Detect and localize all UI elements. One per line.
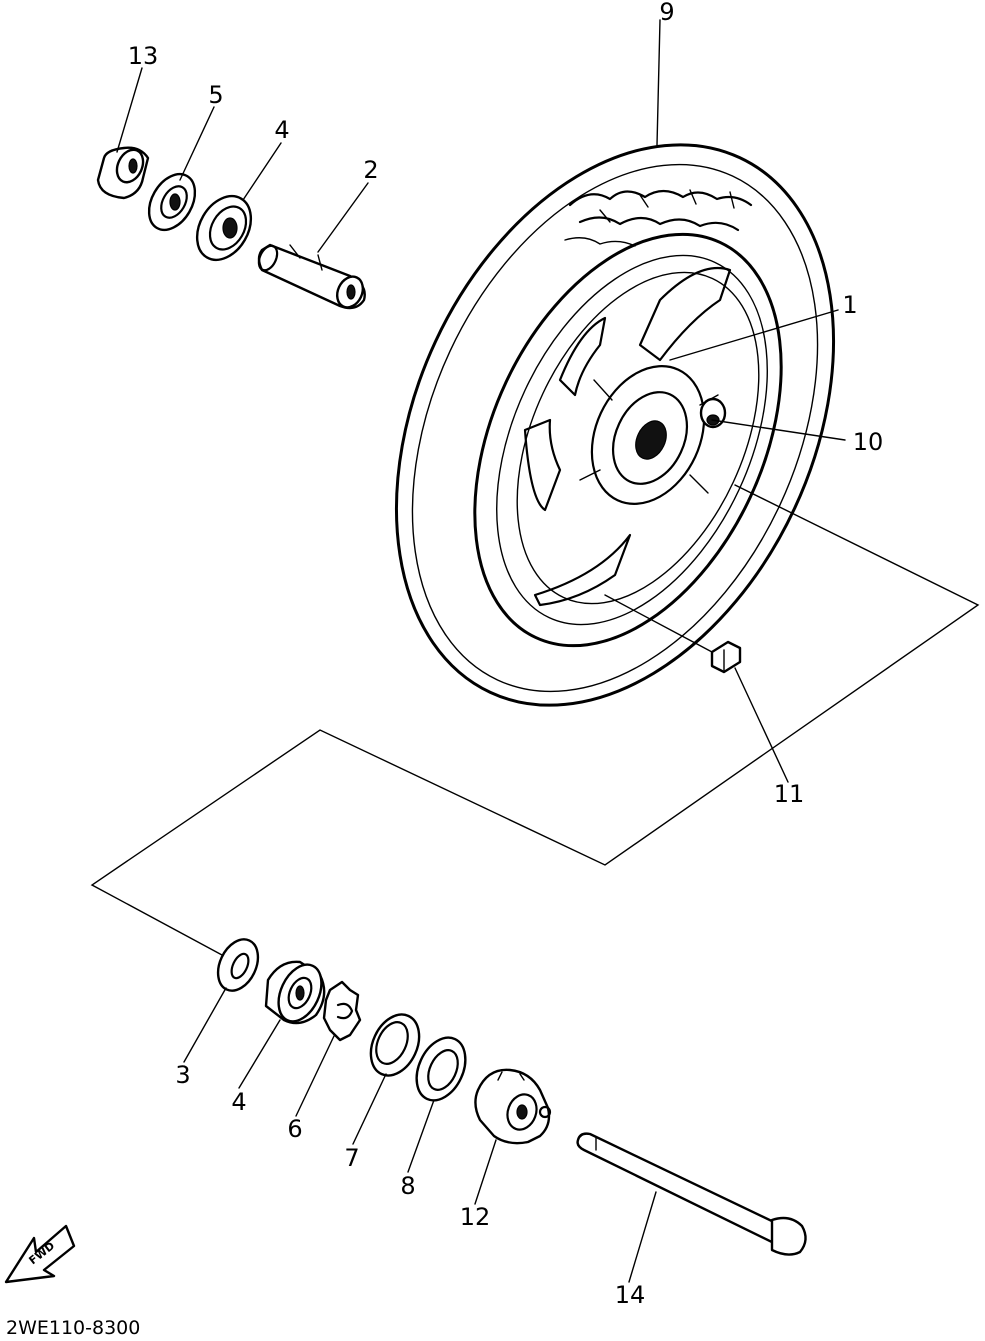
rim-flange xyxy=(516,271,760,605)
retainer-part xyxy=(322,980,362,1042)
collar-part xyxy=(96,146,150,200)
callout-2: 2 xyxy=(363,156,378,184)
hub-mid xyxy=(612,391,688,485)
callout-6: 6 xyxy=(287,1115,302,1143)
rim-inner xyxy=(496,254,768,626)
axle-part xyxy=(576,1132,807,1256)
hub-bore xyxy=(635,420,667,460)
oil-seal-lower-part xyxy=(415,1036,467,1102)
tread-pattern xyxy=(564,189,753,247)
leader-lines xyxy=(116,19,846,1283)
wheel-assembly xyxy=(394,143,836,707)
balance-weight xyxy=(710,640,742,674)
callout-9: 9 xyxy=(659,0,674,26)
callout-3: 3 xyxy=(175,1061,190,1089)
callout-14: 14 xyxy=(615,1281,646,1309)
hub-outer xyxy=(590,365,706,505)
callout-12: 12 xyxy=(460,1203,491,1231)
callout-11: 11 xyxy=(774,780,805,808)
callout-1: 1 xyxy=(842,291,857,319)
spoke-window-bottom xyxy=(533,533,632,607)
tire-outer xyxy=(394,143,836,707)
rim-outer xyxy=(473,232,783,648)
callout-4-upper: 4 xyxy=(274,116,289,144)
spacer-tube-part xyxy=(257,243,366,310)
callout-4-lower: 4 xyxy=(231,1088,246,1116)
forward-arrow: FWD xyxy=(4,1224,76,1284)
bearing-upper-part xyxy=(195,195,253,261)
gear-unit-part xyxy=(474,1068,552,1145)
spoke-window-left xyxy=(558,316,607,397)
callout-8: 8 xyxy=(400,1172,415,1200)
washer-part xyxy=(216,938,260,992)
callout-13: 13 xyxy=(128,42,159,70)
spoke-window-left-low xyxy=(523,418,562,512)
spoke-window-top xyxy=(638,266,732,362)
gear-ring-part xyxy=(369,1013,421,1077)
callout-10: 10 xyxy=(853,428,884,456)
callout-7: 7 xyxy=(344,1144,359,1172)
assembly-frame-line xyxy=(90,484,980,956)
callout-5: 5 xyxy=(208,81,223,109)
oil-seal-part xyxy=(147,172,197,232)
tire-inner-sidewall xyxy=(411,163,819,693)
diagram-code: 2WE110-8300 xyxy=(6,1317,140,1339)
bearing-lower-part xyxy=(264,960,326,1025)
